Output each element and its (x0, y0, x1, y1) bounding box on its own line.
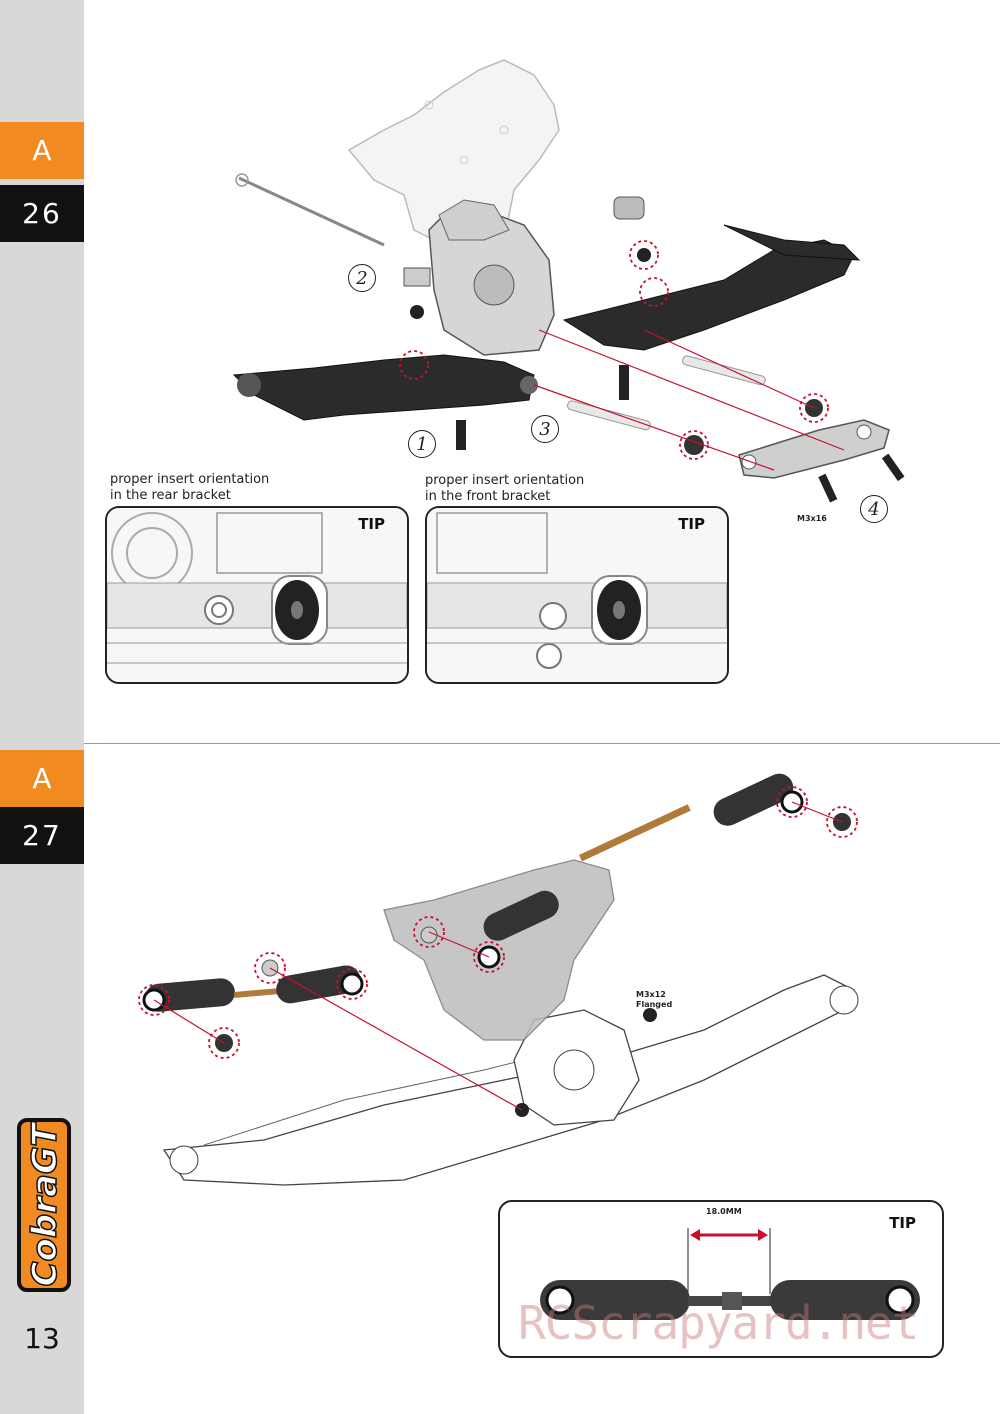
step27-exploded-diagram (138, 773, 859, 1186)
callout-4: 4 (860, 495, 888, 523)
section-divider (84, 743, 1000, 744)
cobra-gt-logo: CobraGT (17, 1118, 71, 1292)
step-number-27: 27 (0, 807, 84, 864)
callout-3: 3 (531, 415, 559, 443)
tip-front-image (427, 508, 727, 682)
caption-front-bracket: proper insert orientation in the front b… (425, 473, 585, 504)
dimension-label: 18.0MM (706, 1207, 742, 1216)
tip-box-front: TIP (425, 506, 729, 684)
watermark: RCScrapyard.net (518, 1296, 919, 1350)
tip-label-turnbuckle: TIP (889, 1214, 916, 1232)
caption-rear-bracket: proper insert orientation in the rear br… (110, 472, 270, 503)
tip-box-rear: TIP (105, 506, 409, 684)
page-number: 13 (24, 1322, 60, 1355)
callout-1: 1 (408, 430, 436, 458)
step-letter-27: A (0, 750, 84, 807)
screw-label-m3x16: M3x16 (797, 514, 827, 523)
tip-rear-image (107, 508, 407, 682)
tip-label-front: TIP (678, 515, 705, 533)
svg-text:CobraGT: CobraGT (25, 1121, 65, 1287)
tip-turnbuckle-image (540, 1228, 920, 1320)
tip-label-rear: TIP (358, 515, 385, 533)
callout-2: 2 (348, 264, 376, 292)
step26-exploded-diagram (232, 59, 905, 503)
tip-box-turnbuckle: 18.0MM TIP (498, 1200, 944, 1358)
step-number-26: 26 (0, 185, 84, 242)
screw-label-m3x12-flanged: M3x12 Flanged (636, 990, 673, 1009)
step-letter-26: A (0, 122, 84, 179)
